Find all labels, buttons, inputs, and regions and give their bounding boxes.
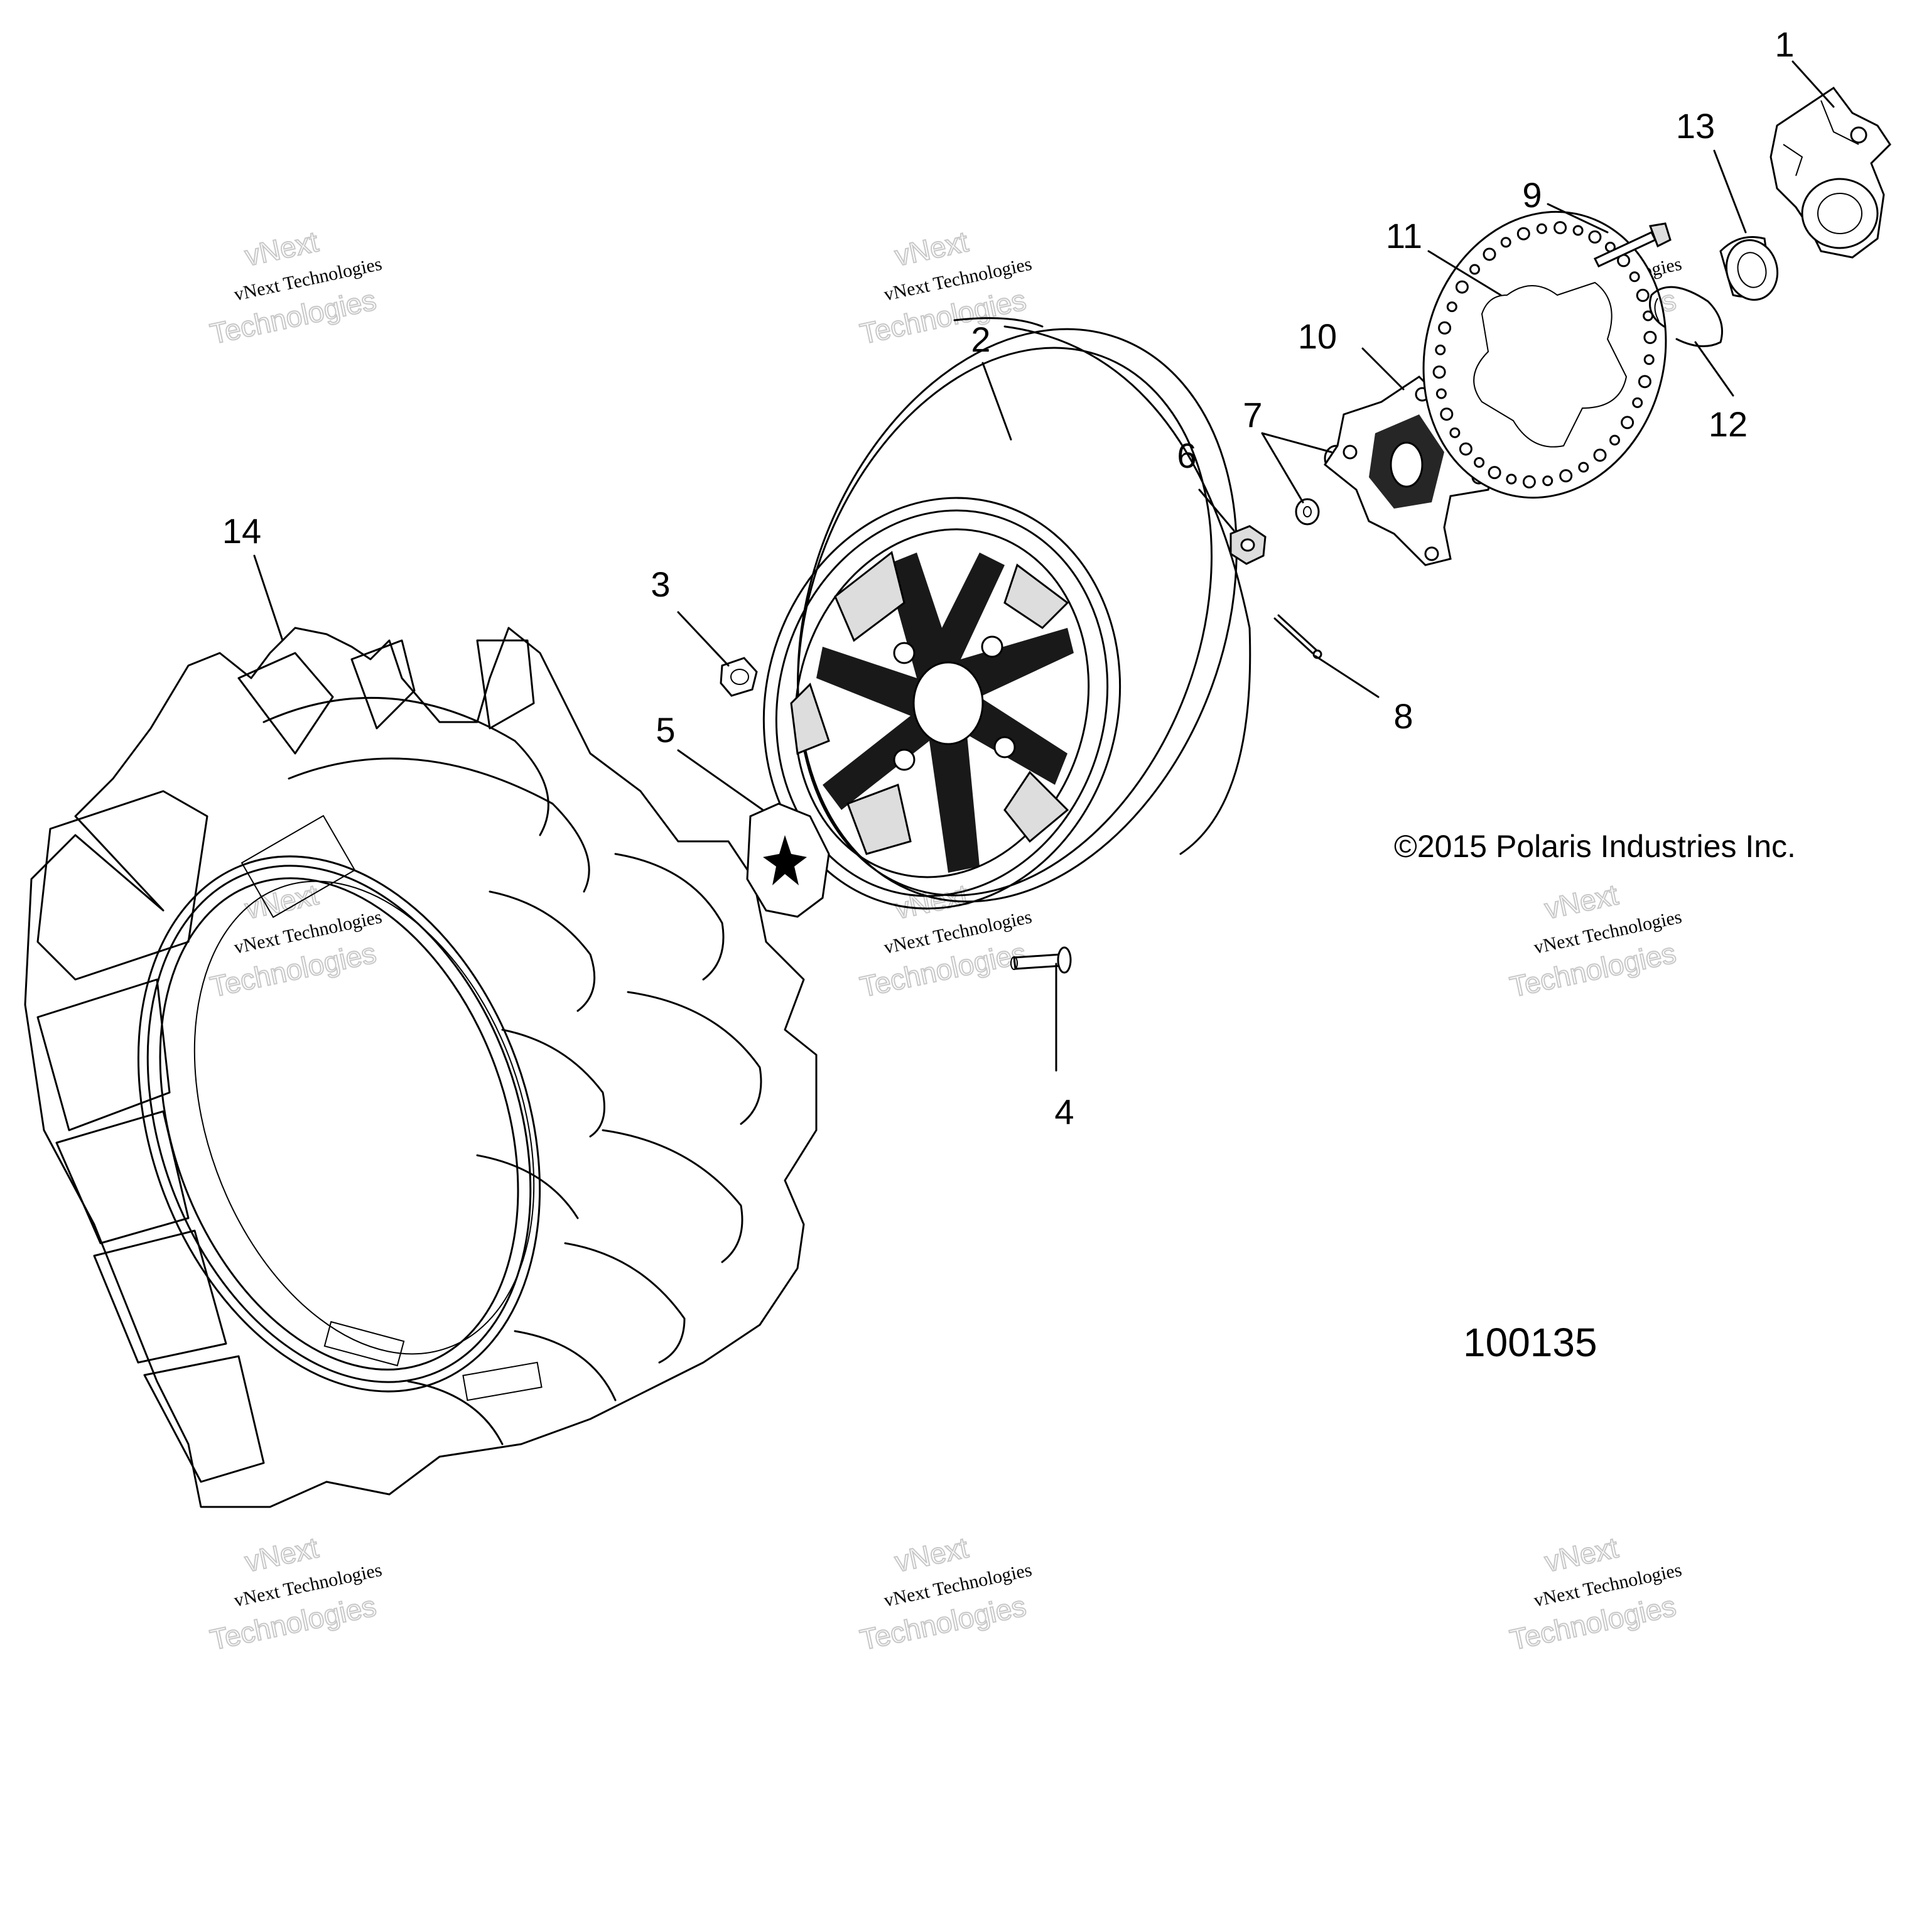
leader-lines: [253, 60, 1835, 1072]
watermark-5: vNext vNext Technologies Technologies: [856, 877, 1034, 1004]
callout-14: 14: [222, 511, 261, 551]
drawing-number: 100135: [1463, 1320, 1597, 1365]
svg-text:Technologies: Technologies: [207, 1589, 379, 1656]
watermark-6: vNext vNext Technologies Technologies: [1506, 877, 1683, 1004]
watermark-9: vNext vNext Technologies Technologies: [1506, 1530, 1683, 1657]
callout-1: 1: [1775, 24, 1794, 64]
part-castle-nut: [1229, 525, 1267, 565]
svg-text:vNext: vNext: [242, 225, 321, 272]
disc-hole: [1469, 264, 1480, 275]
disc-hole: [1559, 469, 1573, 483]
part-knuckle: [1770, 86, 1891, 259]
svg-text:Technologies: Technologies: [1507, 936, 1678, 1003]
disc-hole: [1455, 280, 1469, 294]
disc-hole: [1578, 461, 1589, 473]
disc-hole: [1643, 330, 1657, 344]
svg-text:Technologies: Technologies: [207, 283, 379, 350]
callout-2: 2: [971, 320, 990, 359]
watermark-7: vNext vNext Technologies Technologies: [207, 1530, 384, 1657]
callout-12: 12: [1709, 404, 1748, 444]
watermark-8: vNext vNext Technologies Technologies: [856, 1530, 1034, 1657]
disc-hole: [1609, 434, 1620, 446]
svg-text:Technologies: Technologies: [1507, 1589, 1678, 1656]
part-cotter-pin: [1273, 614, 1322, 659]
part-retaining-ring: [1649, 286, 1723, 347]
disc-hole: [1542, 475, 1553, 487]
disc-hole: [1474, 457, 1485, 468]
svg-text:Technologies: Technologies: [857, 283, 1029, 350]
callout-5: 5: [656, 710, 675, 750]
disc-hole: [1621, 416, 1635, 429]
watermark-1: vNext vNext Technologies Technologies: [207, 224, 384, 351]
part-wheel-stud: [1593, 222, 1672, 267]
part-bearing: [1719, 236, 1779, 301]
svg-text:vNext: vNext: [1542, 1531, 1621, 1578]
disc-hole: [1629, 271, 1640, 283]
callout-7: 7: [1243, 395, 1262, 434]
disc-hole: [1488, 466, 1501, 480]
copyright-text: ©2015 Polaris Industries Inc.: [1394, 829, 1796, 864]
disc-hole: [1516, 227, 1530, 240]
part-lug-nut: [720, 657, 758, 697]
callout-4: 4: [1054, 1092, 1074, 1131]
disc-hole: [1500, 237, 1511, 248]
disc-hole: [1449, 427, 1461, 438]
svg-text:vNext: vNext: [892, 225, 971, 272]
part-valve-stem: [1010, 946, 1072, 974]
callout-6: 6: [1177, 436, 1196, 475]
callout-9: 9: [1522, 175, 1542, 215]
part-tire: [24, 627, 818, 1508]
callout-3: 3: [651, 564, 670, 604]
disc-hole: [1438, 321, 1452, 335]
svg-text:Technologies: Technologies: [857, 936, 1029, 1003]
disc-hole: [1522, 475, 1536, 488]
callout-8: 8: [1393, 696, 1413, 736]
callout-13: 13: [1676, 106, 1715, 146]
disc-hole: [1636, 288, 1650, 302]
part-brake-disc: [1422, 210, 1667, 499]
disc-hole: [1643, 354, 1655, 365]
part-center-cap: [746, 802, 830, 918]
disc-hole: [1593, 448, 1607, 462]
svg-text:vNext: vNext: [1542, 878, 1621, 925]
disc-hole: [1432, 365, 1446, 379]
disc-hole: [1572, 225, 1584, 236]
disc-hole: [1506, 473, 1517, 485]
svg-text:Technologies: Technologies: [857, 1589, 1029, 1656]
disc-hole: [1483, 247, 1496, 261]
disc-hole: [1459, 442, 1472, 456]
watermark-2: vNext vNext Technologies Technologies: [856, 224, 1034, 351]
disc-hole: [1446, 301, 1457, 313]
part-wheel: [762, 317, 1251, 910]
disc-hole: [1536, 223, 1547, 234]
disc-hole: [1553, 221, 1567, 235]
disc-hole: [1440, 407, 1454, 421]
disc-hole: [1435, 388, 1447, 399]
callout-10: 10: [1298, 316, 1337, 356]
svg-text:vNext: vNext: [242, 1531, 321, 1578]
disc-hole: [1638, 375, 1651, 389]
callout-11: 11: [1386, 216, 1422, 256]
disc-hole: [1588, 230, 1602, 244]
svg-text:Technologies: Technologies: [207, 936, 379, 1003]
disc-hole: [1435, 344, 1446, 355]
disc-hole: [1632, 397, 1643, 408]
svg-text:vNext: vNext: [892, 1531, 971, 1578]
